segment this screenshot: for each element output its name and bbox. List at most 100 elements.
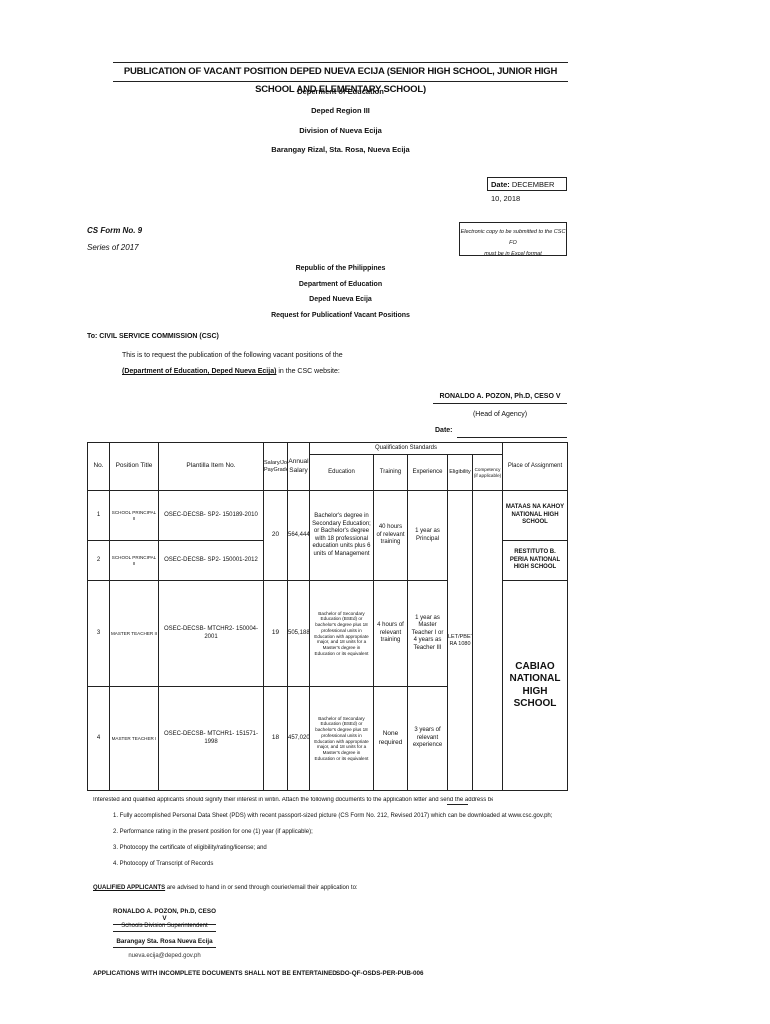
incomplete-notice: APPLICATIONS WITH INCOMPLETE DOCUMENTS S… — [93, 970, 339, 977]
table-row: 4 MASTER TEACHER I OSEC-DECSB- MTCHR1- 1… — [87, 686, 568, 791]
address-place: Barangay Sta. Rosa Nueva Ecija — [113, 938, 216, 948]
mt1-education: Bachelor of Secondary Education (BSEd) o… — [309, 686, 374, 791]
electronic-copy-line-1: Electronic copy to be submitted to the C… — [460, 229, 566, 246]
row-position: MASTER TEACHER I — [109, 686, 159, 791]
header-training: Training — [373, 454, 408, 491]
header-department: Deperment of Education — [297, 87, 384, 96]
row-no: 1 — [87, 490, 110, 541]
qualified-bold: QUALIFIED APPLICANTS — [93, 885, 166, 891]
row-salary: 505,188 — [287, 580, 310, 687]
header-place: Place of Assignment — [502, 442, 568, 491]
row-position: SCHOOL PRINCIPAL II — [109, 540, 159, 581]
competency-cell — [472, 490, 503, 791]
principal-grade: 20 — [263, 490, 288, 581]
header-address: Barangay Rizal, Sta. Rosa, Nueva Ecija — [271, 145, 410, 154]
request-line-title: Request for Publicationf Vacant Position… — [271, 312, 410, 319]
row-position: MASTER TEACHER II — [109, 580, 159, 687]
document-title: PUBLICATION OF VACANT POSITION DEPED NUE… — [113, 62, 568, 95]
table-row: 3 MASTER TEACHER II OSEC-DECSB- MTCHR2- … — [87, 580, 568, 791]
qualified-line: QUALIFIED APPLICANTS are advised to hand… — [93, 885, 358, 891]
date-box: Date: DECEMBER 10, 2018 — [487, 177, 567, 203]
plantilla-part-c: 150189-2010 — [222, 511, 258, 518]
doc-item-3: 3. Photocopy the certificate of eligibil… — [113, 845, 267, 851]
request-line-department: Department of Education — [298, 281, 383, 288]
mt2-experience: 1 year as Master Teacher I or 4 years as… — [407, 580, 448, 687]
address-email[interactable]: nueva.ecija@deped.gov.ph — [128, 953, 201, 959]
plantilla-part-b: MTCHR1- — [207, 731, 235, 737]
request-line-republic: Republic of the Philippines — [295, 265, 386, 272]
row-plantilla: OSEC-DECSB- MTCHR1- 151571-1998 — [158, 686, 264, 791]
table-row: 1 SCHOOL PRINCIPAL II OSEC-DECSB- SP2- 1… — [87, 490, 568, 791]
doc-item-2: 2. Performance rating in the present pos… — [113, 829, 313, 835]
date-label: Date: — [491, 180, 510, 189]
row-plantilla: OSEC-DECSB- MTCHR2- 150004-2001 — [158, 580, 264, 687]
doc-item-4: 4. Photocopy of Transcript of Records — [113, 861, 214, 867]
deadline-blank-line — [447, 804, 468, 805]
header-plantilla: Plantilla Item No. — [158, 442, 264, 491]
row-plantilla: OSEC-DECSB- SP2- 150001-2012 — [158, 540, 264, 581]
interested-note: Interested and qualified applicants shou… — [93, 797, 493, 803]
intro-line-2: (Department of Education, Deped Nueva Ec… — [122, 368, 340, 375]
header-salary-grade: Salary/Job PayGrade — [263, 442, 288, 491]
plantilla-part-a: OSEC-DECSB- — [164, 511, 206, 518]
form-code: SDO-QF-OSDS-PER-PUB-006 — [336, 970, 424, 977]
row-position: SCHOOL PRINCIPAL II — [109, 490, 159, 541]
row-salary: 457,020 — [287, 686, 310, 791]
header-no: No. — [87, 442, 110, 491]
plantilla-part-a: OSEC-DECSB- — [163, 731, 206, 737]
head-of-agency-name: RONALDO A. POZON, Ph.D, CESO V — [433, 393, 567, 404]
row-place: MATAAS NA KAHOY NATIONAL HIGH SCHOOL — [502, 490, 568, 541]
intro-department: (Department of Education, Deped Nueva Ec… — [122, 368, 277, 375]
to-line: To: CIVIL SERVICE COMMISSION (CSC) — [87, 333, 219, 340]
request-line-deped: Deped Nueva Ecija — [309, 296, 372, 303]
header-region: Deped Region III — [311, 106, 370, 115]
address-name: RONALDO A. POZON, Ph.D, CESO V — [113, 908, 216, 925]
intro-line-2-rest: in the CSC website: — [276, 368, 340, 375]
plantilla-part-b: MTCHR2- — [207, 626, 235, 632]
plantilla-part-b: SP2- — [207, 556, 221, 563]
row-no: 3 — [87, 580, 110, 687]
plantilla-part-a: OSEC-DECSB- — [163, 626, 206, 632]
plantilla-part-c: 151571-1998 — [204, 731, 259, 745]
header-division: Division of Nueva Ecija — [299, 126, 382, 135]
header-annual-salary: Annual Salary — [287, 442, 310, 491]
table-row: 2 SCHOOL PRINCIPAL II OSEC-DECSB- SP2- 1… — [87, 540, 568, 581]
principal-training: 40 hours of relevant training — [373, 490, 408, 581]
header-experience: Experience — [407, 454, 448, 491]
head-date-line — [457, 437, 567, 438]
eligibility-cell: LET/PBET/ RA 1080 — [447, 490, 473, 791]
principal-education: Bachelor's degree in Secondary Education… — [309, 490, 374, 581]
principal-experience: 1 year as Principal — [407, 490, 448, 581]
plantilla-part-a: OSEC-DECSB- — [164, 556, 206, 563]
place-cabiao: CABIAO NATIONAL HIGH SCHOOL — [502, 580, 568, 791]
principal-salary: 564,444 — [287, 490, 310, 581]
row-place: RESTITUTO B. PERIA NATIONAL HIGH SCHOOL — [502, 540, 568, 581]
intro-line-1: This is to request the publication of th… — [122, 352, 343, 359]
cs-form-series: Series of 2017 — [87, 243, 139, 252]
qualified-rest: are advised to hand in or send through c… — [165, 885, 358, 891]
mt1-training: None required — [373, 686, 408, 791]
head-of-agency-label: (Head of Agency) — [472, 411, 528, 418]
mt2-education: Bachelor of Secondary Education (BSEd) o… — [309, 580, 374, 687]
electronic-copy-note: Electronic copy to be submitted to the C… — [459, 222, 567, 257]
row-no: 2 — [87, 540, 110, 581]
header-position: Position Title — [109, 442, 159, 491]
row-grade: 19 — [263, 580, 288, 687]
plantilla-part-c: 150004-2001 — [204, 626, 259, 640]
plantilla-part-c: 150001-2012 — [222, 556, 258, 563]
plantilla-part-b: SP2- — [207, 511, 221, 518]
date-value: DECEMBER 10, 2018 — [491, 180, 555, 203]
row-grade: 18 — [263, 686, 288, 791]
head-date-label: Date: — [435, 427, 453, 434]
row-plantilla: OSEC-DECSB- SP2- 150189-2010 — [158, 490, 264, 541]
mt2-training: 4 hours of relevant training — [373, 580, 408, 687]
header-eligibility: Eligibility — [447, 454, 473, 491]
doc-item-1: 1. Fully accomplished Personal Data Shee… — [113, 813, 553, 819]
cs-form-number: CS Form No. 9 — [87, 226, 143, 235]
header-qualification: Qualification Standards — [309, 442, 503, 455]
header-education: Education — [309, 454, 374, 491]
header-competency: Competency (if applicable) — [472, 454, 503, 491]
vacancy-table: No. Position Title Plantilla Item No. Sa… — [87, 442, 568, 791]
address-title: Schools Division Superintendent — [113, 923, 216, 932]
mt1-experience: 3 years of relevant experience — [407, 686, 448, 791]
